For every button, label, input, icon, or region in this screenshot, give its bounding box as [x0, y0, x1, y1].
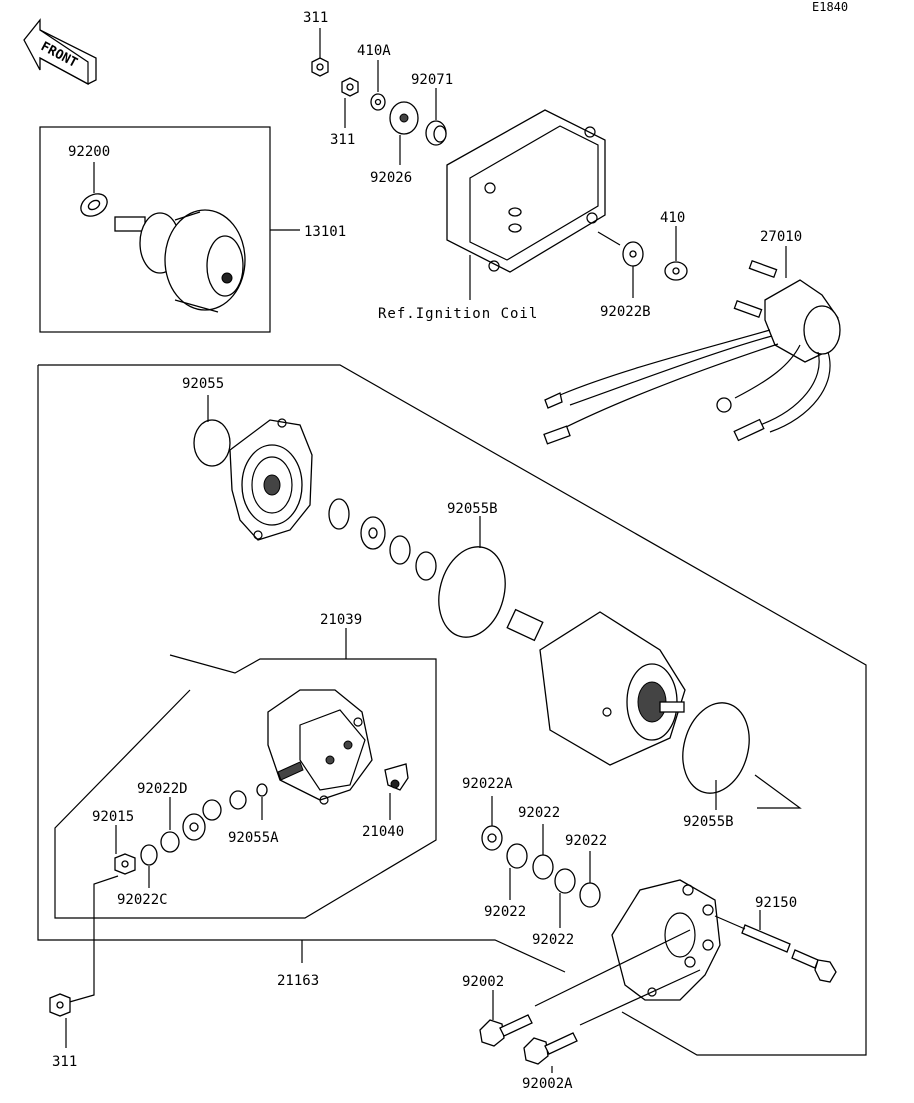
o-ring-92055B-bottom[interactable] — [673, 695, 759, 800]
callout-92022D[interactable]: 92022D — [137, 781, 188, 797]
front-direction-arrow: FRONT — [23, 18, 97, 86]
callout-92022-3[interactable]: 92022 — [484, 904, 526, 920]
rear-cover[interactable] — [611, 879, 721, 1001]
washer-92022-2[interactable] — [532, 854, 554, 880]
callout-92002[interactable]: 92002 — [462, 974, 504, 990]
callout-92200[interactable]: 92200 — [68, 144, 110, 160]
callout-92055B-top[interactable]: 92055B — [447, 501, 498, 517]
bolt-92002[interactable] — [479, 1014, 533, 1047]
starter-clutch-13101[interactable] — [114, 209, 246, 313]
callout-92022A[interactable]: 92022A — [462, 776, 513, 792]
brush-holder-box-21039 — [54, 654, 437, 919]
o-ring-92055A[interactable] — [256, 783, 268, 797]
grommet-92026[interactable] — [389, 101, 419, 135]
reference-note: Ref.Ignition Coil — [378, 306, 538, 322]
callout-92055[interactable]: 92055 — [182, 376, 224, 392]
washers-92022D-stack[interactable] — [160, 790, 247, 853]
starter-relay-27010[interactable] — [543, 259, 841, 445]
callout-27010[interactable]: 27010 — [760, 229, 802, 245]
brush-holder[interactable] — [267, 689, 373, 805]
callout-92150[interactable]: 92150 — [755, 895, 797, 911]
through-bolt-92150[interactable] — [741, 924, 837, 983]
callout-13101[interactable]: 13101 — [304, 224, 346, 240]
callout-92022-2[interactable]: 92022 — [565, 833, 607, 849]
ignition-coil-case — [446, 109, 606, 273]
callouts: 311 410A 92071 311 92026 92200 13101 410… — [52, 10, 802, 1092]
starter-yoke[interactable] — [506, 608, 686, 766]
brush-spring-21040[interactable] — [384, 763, 409, 791]
washer-92022-3[interactable] — [554, 868, 576, 894]
bolt-92002A[interactable] — [523, 1032, 578, 1065]
callout-21039[interactable]: 21039 — [320, 612, 362, 628]
callout-92026[interactable]: 92026 — [370, 170, 412, 186]
callout-92015[interactable]: 92015 — [92, 809, 134, 825]
callout-92022C[interactable]: 92022C — [117, 892, 168, 908]
o-ring-92055[interactable] — [193, 419, 231, 467]
callout-92055B-bottom[interactable]: 92055B — [683, 814, 734, 830]
callout-311-top[interactable]: 311 — [303, 10, 328, 26]
washer-92022-1[interactable] — [506, 843, 528, 869]
callout-21163[interactable]: 21163 — [277, 973, 319, 989]
callout-410[interactable]: 410 — [660, 210, 685, 226]
callout-92022-1[interactable]: 92022 — [518, 805, 560, 821]
callout-311-bottom[interactable]: 311 — [52, 1054, 77, 1070]
callout-92071[interactable]: 92071 — [411, 72, 453, 88]
cap-92071[interactable] — [425, 120, 447, 146]
o-ring-92055B-top[interactable] — [429, 539, 515, 644]
callout-410A[interactable]: 410A — [357, 43, 391, 59]
callout-92002A[interactable]: 92002A — [522, 1076, 573, 1092]
washers-front-row[interactable] — [328, 498, 437, 581]
washer-92022-4[interactable] — [579, 882, 601, 908]
front-cover[interactable] — [229, 418, 313, 541]
starter-assembly-outline-21163 — [38, 364, 867, 1056]
washer-92022C[interactable] — [140, 844, 158, 866]
callout-21040[interactable]: 21040 — [362, 824, 404, 840]
callout-311-second[interactable]: 311 — [330, 132, 355, 148]
diagram-code: E1840 — [812, 0, 848, 14]
callout-92022B[interactable]: 92022B — [600, 304, 651, 320]
callout-92055A[interactable]: 92055A — [228, 830, 279, 846]
callout-92022-4[interactable]: 92022 — [532, 932, 574, 948]
